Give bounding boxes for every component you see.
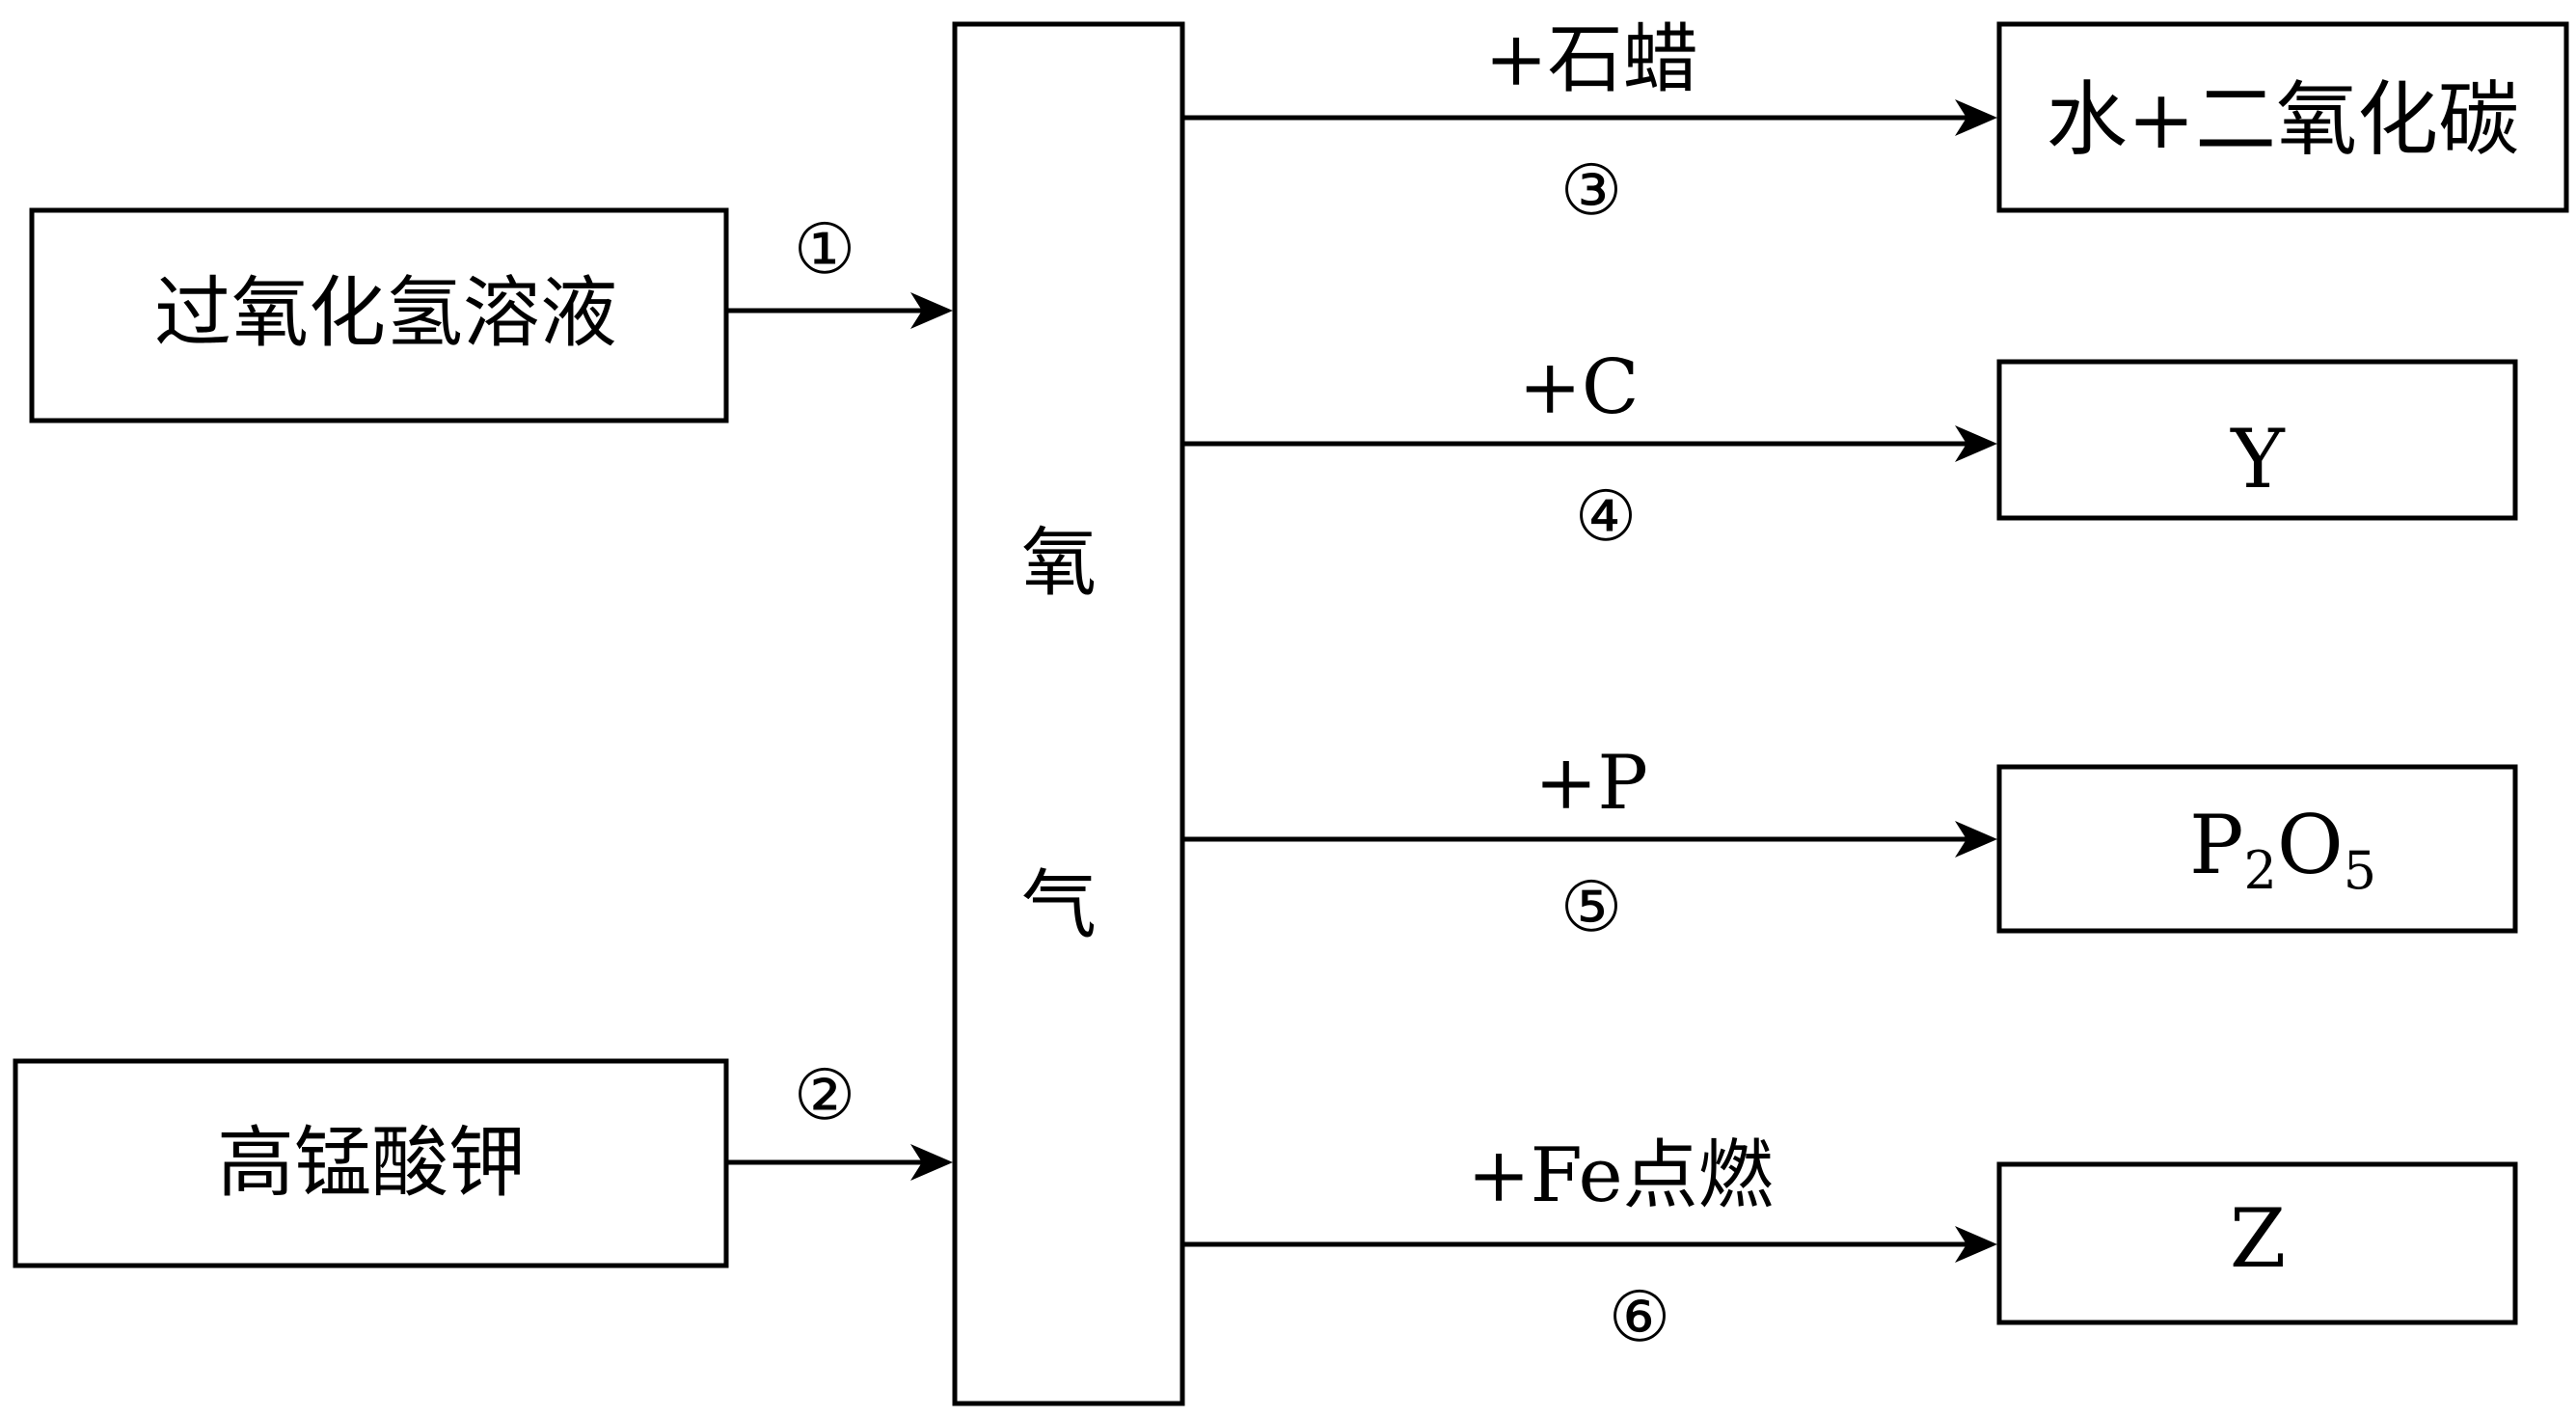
product-box-water-co2: 水+二氧化碳 bbox=[1996, 21, 2569, 213]
oxygen-box-char-2: 气 bbox=[1021, 862, 1097, 949]
step-label-2: ② bbox=[794, 1054, 856, 1135]
step-label-4: ④ bbox=[1575, 476, 1638, 557]
arrow-2-head bbox=[910, 1144, 953, 1181]
product-box-z-label: Z bbox=[2230, 1191, 2286, 1286]
source-box-potassium-permanganate-label: 高锰酸钾 bbox=[217, 1118, 526, 1208]
product-box-z: Z bbox=[1996, 1161, 2518, 1325]
arrow-5: +P ⑤ bbox=[1182, 740, 1997, 947]
source-box-potassium-permanganate: 高锰酸钾 bbox=[13, 1058, 729, 1268]
reagent-label-5: +P bbox=[1534, 740, 1648, 827]
arrow-2: ② bbox=[726, 1054, 953, 1181]
arrow-6-head bbox=[1955, 1226, 1997, 1263]
product-box-water-co2-label: 水+二氧化碳 bbox=[2047, 72, 2519, 167]
reagent-label-6: +Fe点燃 bbox=[1467, 1132, 1773, 1219]
arrow-1: ① bbox=[726, 208, 953, 329]
reagent-label-4: +C bbox=[1518, 344, 1639, 431]
arrow-6: +Fe点燃 ⑥ bbox=[1182, 1132, 1997, 1357]
source-box-hydrogen-peroxide: 过氧化氢溶液 bbox=[29, 207, 729, 423]
step-label-1: ① bbox=[794, 208, 856, 289]
p2o5-sub-5: 5 bbox=[2344, 840, 2376, 901]
arrow-5-head bbox=[1955, 821, 1997, 858]
step-label-5: ⑤ bbox=[1560, 866, 1623, 947]
step-label-3: ③ bbox=[1560, 150, 1623, 231]
oxygen-box-char-1: 氧 bbox=[1021, 520, 1097, 607]
product-box-y: Y bbox=[1996, 359, 2518, 521]
arrow-3-head bbox=[1955, 99, 1997, 136]
oxygen-box: 氧 气 bbox=[952, 21, 1185, 1406]
reagent-label-3: +石蜡 bbox=[1484, 16, 1697, 103]
arrow-4: +C ④ bbox=[1182, 344, 1997, 557]
arrow-3: +石蜡 ③ bbox=[1182, 16, 1997, 231]
product-box-p2o5-label: P2O5 bbox=[2189, 798, 2376, 901]
p2o5-p: P bbox=[2189, 798, 2244, 892]
p2o5-o: O bbox=[2277, 798, 2344, 892]
product-box-p2o5: P2O5 bbox=[1996, 764, 2518, 934]
source-box-hydrogen-peroxide-label: 过氧化氢溶液 bbox=[154, 268, 617, 358]
arrow-1-head bbox=[910, 292, 953, 329]
p2o5-sub-2: 2 bbox=[2244, 840, 2277, 901]
arrow-4-head bbox=[1955, 425, 1997, 462]
step-label-6: ⑥ bbox=[1609, 1276, 1671, 1357]
product-box-y-label: Y bbox=[2230, 412, 2286, 506]
